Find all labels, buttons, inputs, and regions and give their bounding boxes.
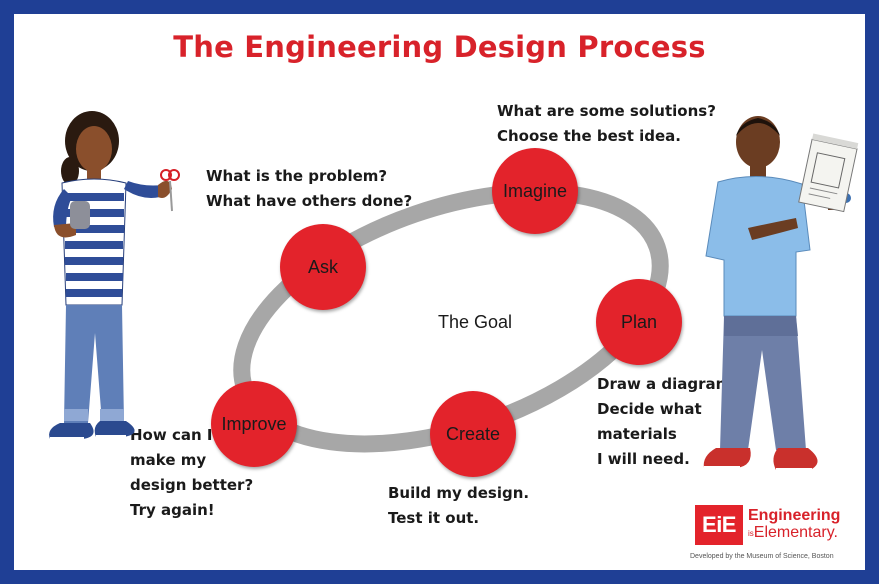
- improve-note-line: make my: [130, 451, 207, 469]
- logo-elementary: Elementary.: [753, 524, 838, 541]
- step-plan-label: Plan: [620, 311, 658, 332]
- step-create-label: Create: [445, 423, 501, 444]
- plan-note-line: I will need.: [597, 450, 690, 468]
- plan-note-line: Decide what: [597, 400, 702, 418]
- plan-note-line: materials: [597, 425, 677, 443]
- imagine-note-line: What are some solutions?: [497, 102, 716, 120]
- step-create: Create: [430, 391, 516, 477]
- logo-line-elementary: isElementary.: [748, 524, 838, 542]
- step-imagine-label: Imagine: [502, 180, 568, 201]
- girl-with-scissors-illustration: [49, 111, 180, 439]
- step-improve: Improve: [211, 381, 297, 467]
- step-ask: Ask: [280, 224, 366, 310]
- logo-is: is: [748, 529, 754, 538]
- imagine-notes: What are some solutions? Choose the best…: [497, 99, 716, 149]
- imagine-note-line: Choose the best idea.: [497, 127, 681, 145]
- plan-note-line: Draw a diagram.: [597, 375, 737, 393]
- step-imagine: Imagine: [492, 148, 578, 234]
- logo-credit: Developed by the Museum of Science, Bost…: [690, 553, 834, 560]
- ask-note-line: What have others done?: [206, 192, 413, 210]
- ask-notes: What is the problem? What have others do…: [206, 164, 412, 214]
- improve-note-line: design better?: [130, 476, 254, 494]
- step-plan: Plan: [596, 279, 682, 365]
- create-note-line: Test it out.: [388, 509, 480, 527]
- step-improve-label: Improve: [221, 413, 287, 434]
- logo-line-engineering: Engineering: [748, 507, 841, 524]
- plan-notes: Draw a diagram. Decide what materials I …: [597, 372, 737, 472]
- boy-with-plan-illustration: [703, 116, 859, 470]
- create-note-line: Build my design.: [388, 484, 530, 502]
- goal-label: The Goal: [437, 312, 513, 332]
- improve-note-line: Try again!: [130, 501, 215, 519]
- improve-notes: How can I make my design better? Try aga…: [130, 423, 253, 523]
- eie-logo-icon: EiE: [695, 505, 743, 545]
- step-ask-label: Ask: [307, 256, 338, 277]
- create-notes: Build my design. Test it out.: [388, 481, 529, 531]
- ask-note-line: What is the problem?: [206, 167, 388, 185]
- improve-note-line: How can I: [130, 426, 213, 444]
- page-title: The Engineering Design Process: [173, 30, 706, 64]
